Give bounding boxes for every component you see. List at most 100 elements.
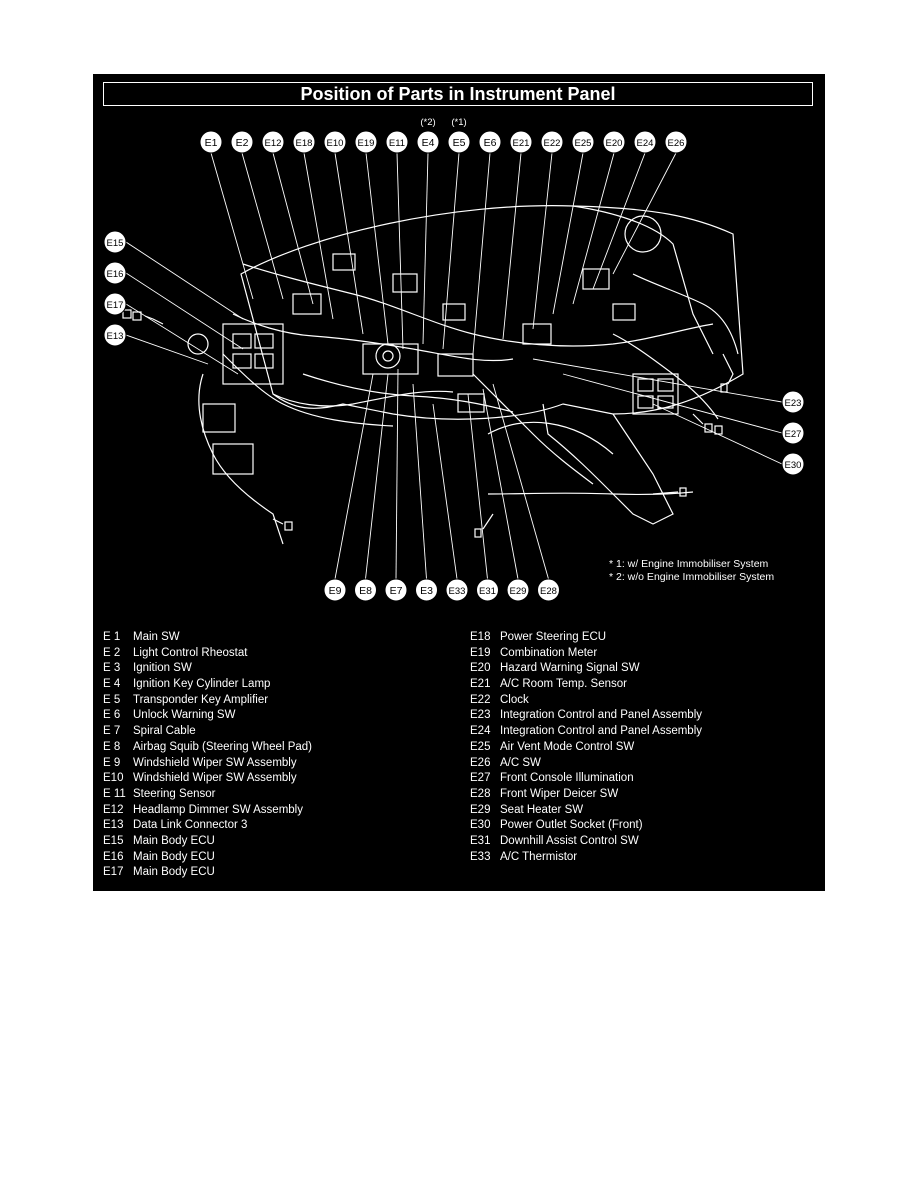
callout-e6: E6: [478, 130, 502, 154]
legend-part-name: Clock: [500, 693, 529, 706]
legend-part-name: Unlock Warning SW: [133, 709, 236, 722]
callout-label: E11: [389, 138, 405, 149]
callout-e31: E31: [476, 578, 499, 602]
callout-e1: E1: [199, 130, 223, 154]
callout-e33: E33: [445, 578, 469, 602]
leader-line: [412, 383, 427, 580]
callout-e21: E21: [509, 130, 533, 154]
callout-label: E23: [785, 398, 802, 409]
legend-part-name: Integration Control and Panel Assembly: [500, 725, 703, 738]
legend-item: E12 Headlamp Dimmer SW Assembly: [103, 803, 463, 819]
legend-item: E18 Power Steering ECU: [470, 630, 820, 646]
legend-code: E10: [103, 772, 124, 785]
leader-line: [272, 152, 314, 305]
callout-label: E5: [453, 137, 466, 149]
legend-part-name: Power Steering ECU: [500, 631, 607, 643]
callout-label: E16: [107, 269, 124, 280]
legend-part-name: Power Outlet Socket (Front): [500, 819, 643, 832]
callout-e29: E29: [506, 578, 530, 602]
diagram-title: Position of Parts in Instrument Panel: [103, 82, 813, 106]
legend-code: E 7: [103, 725, 121, 738]
callout-e10: E10: [323, 130, 347, 154]
callout-label: E18: [296, 138, 313, 149]
legend-code: E12: [103, 803, 124, 816]
callout-e24: E24: [633, 130, 657, 154]
callout-label: E33: [449, 586, 466, 597]
callout-e7: E7: [384, 578, 408, 602]
legend-code: E33: [470, 850, 491, 863]
callout-label: E2: [236, 137, 249, 149]
leader-line: [467, 393, 488, 580]
legend-code: E19: [470, 646, 491, 659]
legend-part-name: Ignition SW: [133, 662, 192, 675]
leader-line: [365, 373, 389, 580]
legend-code: E 6: [103, 709, 121, 722]
legend-code: E 5: [103, 693, 121, 706]
callout-label: E29: [510, 586, 527, 597]
leader-line: [365, 152, 389, 345]
callout-e11: E11: [385, 130, 409, 154]
legend-part-name: Transponder Key Amplifier: [133, 693, 269, 706]
legend-item: E 5 Transponder Key Amplifier: [103, 693, 463, 709]
callout-label: E15: [107, 238, 124, 249]
legend-code: E26: [470, 756, 491, 769]
leader-line: [125, 241, 244, 320]
leader-line: [334, 373, 374, 580]
legend-part-name: Data Link Connector 3: [133, 819, 248, 832]
callout-e5: E5: [447, 130, 471, 154]
leader-line: [395, 368, 399, 580]
legend-part-name: A/C SW: [500, 756, 541, 769]
legend-code: E18: [470, 631, 491, 643]
leader-line: [552, 152, 584, 315]
leader-line: [532, 358, 783, 403]
legend-part-name: Headlamp Dimmer SW Assembly: [133, 803, 303, 816]
callout-label: E21: [513, 138, 530, 149]
legend-part-name: Main SW: [133, 631, 180, 643]
legend-code: E20: [470, 662, 491, 675]
callout-e15: E15: [103, 230, 127, 254]
callout-e25: E25: [571, 130, 595, 154]
leader-line: [532, 152, 553, 330]
legend-part-name: Hazard Warning Signal SW: [500, 662, 640, 675]
legend-code: E 8: [103, 740, 121, 753]
legend-code: E 11: [103, 787, 126, 800]
leader-line: [572, 152, 615, 305]
legend-part-name: Spiral Cable: [133, 725, 196, 738]
callout-label: E28: [540, 586, 557, 597]
legend-code: E23: [470, 709, 491, 722]
leader-line: [592, 152, 646, 290]
leader-line: [396, 152, 404, 350]
callout-label: E26: [668, 138, 685, 149]
callout-e9: E9: [323, 578, 347, 602]
leader-line: [125, 303, 239, 375]
legend-part-name: A/C Room Temp. Sensor: [500, 678, 627, 691]
leader-line: [492, 383, 549, 580]
legend-item: E19 Combination Meter: [470, 646, 820, 662]
callout-e26: E26: [664, 130, 688, 154]
diagram-panel: Position of Parts in Instrument Panel: [93, 74, 825, 891]
legend-part-name: Combination Meter: [500, 646, 598, 659]
legend-item: E 6 Unlock Warning SW: [103, 708, 463, 724]
callout-label: E31: [479, 586, 496, 597]
leader-line: [472, 152, 491, 355]
legend-part-name: Windshield Wiper SW Assembly: [133, 772, 297, 785]
legend-part-name: A/C Thermistor: [500, 850, 578, 863]
leader-line: [562, 373, 783, 434]
legend-item: E 1 Main SW: [103, 630, 463, 646]
callout-label: E17: [107, 300, 124, 311]
callout-e16: E16: [103, 261, 127, 285]
leader-line: [125, 272, 244, 350]
callout-label: E20: [606, 138, 623, 149]
legend-part-name: Front Console Illumination: [500, 772, 634, 785]
callout-label: E19: [358, 138, 375, 149]
legend-part-name: Front Wiper Deicer SW: [500, 787, 619, 800]
legend-code: E 1: [103, 631, 121, 643]
callout-label: E27: [785, 429, 802, 440]
footnotes: * 1: w/ Engine Immobiliser System * 2: w…: [609, 558, 774, 584]
leader-line: [303, 152, 334, 320]
